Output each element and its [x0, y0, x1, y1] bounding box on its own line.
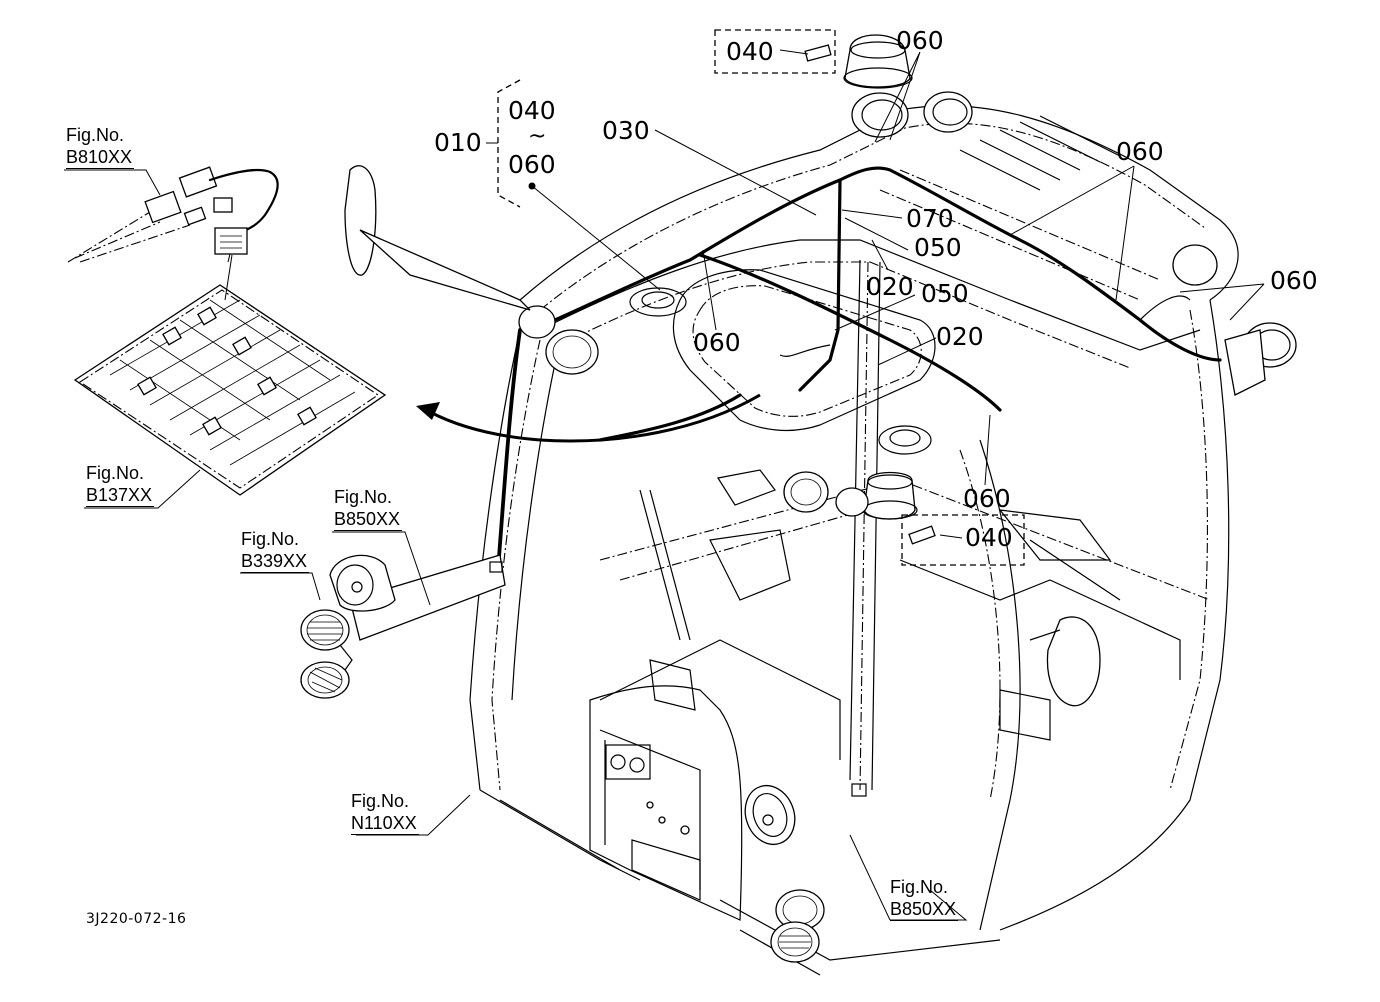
callout-040-bottom: 040 [965, 523, 1013, 552]
inset-connector-harness [67, 166, 279, 263]
callout-range-start: 040 [508, 96, 556, 125]
interior-parts [639, 469, 1121, 741]
front-work-light-assembly [744, 783, 867, 963]
callout-060-mid: 060 [963, 484, 1011, 513]
callout-010: 010 [434, 128, 482, 157]
figure-ref-b137[interactable]: Fig.No. B137XX [86, 462, 155, 507]
callout-060-left: 060 [693, 328, 741, 357]
bulb-040 [804, 44, 936, 545]
callout-020-a: 020 [866, 272, 914, 301]
detail-box-040-top [714, 29, 836, 74]
figure-ref-label: Fig.No. [890, 877, 949, 897]
figure-ref-number: B810XX [66, 147, 135, 169]
figure-ref-b810[interactable]: Fig.No. B810XX [66, 124, 135, 169]
leader-lines [64, 49, 1265, 921]
callout-030: 030 [602, 116, 650, 145]
left-work-light-assembly [300, 554, 506, 699]
callout-040-top: 040 [726, 37, 774, 66]
figure-ref-number: B339XX [241, 551, 310, 573]
callout-050-b: 050 [921, 279, 969, 308]
callout-070: 070 [906, 204, 954, 233]
figure-ref-label: Fig.No. [351, 791, 410, 811]
diagram-code: 3J220-072-16 [86, 911, 187, 927]
figure-ref-number: N110XX [351, 813, 419, 835]
figure-ref-number: B137XX [86, 485, 155, 507]
callout-range-end: 060 [508, 150, 556, 179]
inset-relay-board [73, 165, 531, 496]
figure-ref-label: Fig.No. [334, 487, 393, 507]
figure-ref-b850-left[interactable]: Fig.No. B850XX [334, 486, 403, 531]
figure-ref-label: Fig.No. [86, 463, 145, 483]
front-console [589, 685, 743, 921]
callout-range-tilde: ~ [528, 124, 547, 149]
roof-work-lights [518, 91, 1297, 517]
detail-box-040-bottom [901, 514, 1025, 566]
callout-060-top: 060 [896, 26, 944, 55]
figure-ref-label: Fig.No. [241, 529, 300, 549]
figure-ref-n110[interactable]: Fig.No. N110XX [351, 790, 419, 835]
beacon-light-top [843, 34, 913, 89]
callout-060-right-top: 060 [1116, 137, 1164, 166]
callout-020-b: 020 [936, 322, 984, 351]
figure-ref-label: Fig.No. [66, 125, 125, 145]
wiring-harness [496, 166, 1222, 572]
beacon-light-front [862, 471, 918, 520]
figure-ref-b339[interactable]: Fig.No. B339XX [241, 528, 310, 573]
curved-arrow [416, 393, 761, 443]
cab-frame [469, 259, 1230, 976]
figure-ref-number: B850XX [334, 509, 403, 531]
callout-060-right: 060 [1270, 266, 1318, 295]
figure-ref-number: B850XX [890, 899, 959, 921]
callout-050-a: 050 [914, 233, 962, 262]
side-mirror [1029, 616, 1101, 707]
assembly-bracket [497, 79, 521, 208]
figure-ref-b850-bottom[interactable]: Fig.No. B850XX [890, 876, 959, 921]
